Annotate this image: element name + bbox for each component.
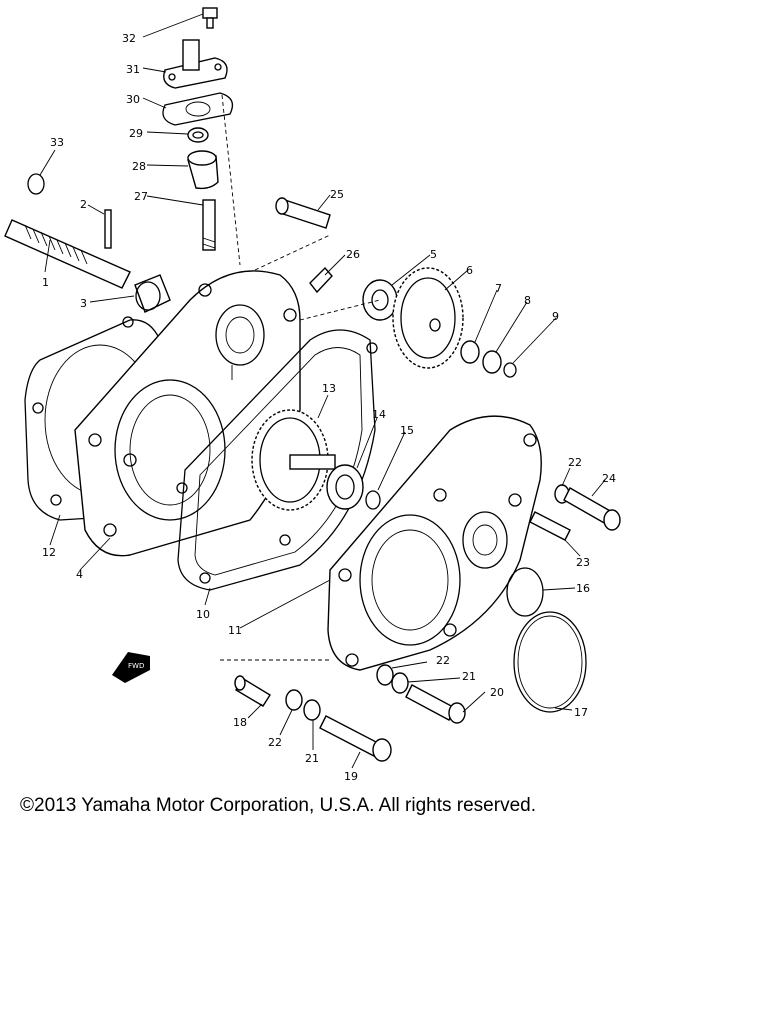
label-13: 13 (322, 382, 336, 395)
part-22-washer-lower-right (376, 664, 394, 686)
part-19-bolt (319, 715, 392, 762)
label-11: 11 (228, 624, 242, 637)
label-30: 30 (126, 93, 140, 106)
label-16: 16 (576, 582, 590, 595)
part-17-o-ring (513, 611, 587, 713)
leader-lines (39, 13, 606, 769)
label-5: 5 (430, 248, 437, 261)
label-21-lower-left: 21 (305, 752, 319, 765)
label-26: 26 (346, 248, 360, 261)
part-13-gear (251, 409, 336, 511)
label-25: 25 (330, 188, 344, 201)
part-14-bearing (326, 464, 364, 510)
part-28-bushing (187, 150, 219, 190)
label-1: 1 (42, 276, 49, 289)
part-29-seal (187, 127, 209, 143)
label-33: 33 (50, 136, 64, 149)
part-21-washer-lower-left (303, 699, 321, 721)
label-18: 18 (233, 716, 247, 729)
label-6: 6 (466, 264, 473, 277)
label-20: 20 (490, 686, 504, 699)
label-28: 28 (132, 160, 146, 173)
part-9-circlip (503, 362, 517, 378)
part-1-worm-shaft (4, 219, 131, 289)
label-2: 2 (80, 198, 87, 211)
label-8: 8 (524, 294, 531, 307)
label-19: 19 (344, 770, 358, 783)
part-15-circlip (365, 490, 381, 510)
label-32: 32 (122, 32, 136, 45)
part-20-bolt (405, 684, 466, 724)
label-7: 7 (495, 282, 502, 295)
part-3-bushing (134, 274, 171, 313)
exploded-parts-diagram: FWD (4, 7, 621, 783)
part-5-bearing (362, 279, 398, 321)
part-23-stud (529, 511, 571, 541)
label-10: 10 (196, 608, 210, 621)
part-labels: 32 31 30 29 28 27 33 2 1 3 25 26 5 6 7 8… (42, 32, 616, 783)
label-3: 3 (80, 297, 87, 310)
copyright-notice: ©2013 Yamaha Motor Corporation, U.S.A. A… (20, 795, 536, 816)
part-22-washer-lower-left (285, 689, 303, 711)
label-14: 14 (372, 408, 386, 421)
fwd-arrow-icon: FWD (112, 652, 150, 683)
part-4-gear-case (74, 270, 301, 557)
part-2-pin (104, 209, 112, 249)
label-31: 31 (126, 63, 140, 76)
part-31-fitting (163, 39, 228, 89)
part-7-washer (460, 340, 480, 364)
label-24: 24 (602, 472, 616, 485)
label-22-upper: 22 (568, 456, 582, 469)
label-12: 12 (42, 546, 56, 559)
part-33-washer (27, 173, 45, 195)
part-27-shaft (202, 199, 216, 251)
label-17: 17 (574, 706, 588, 719)
label-22-lower-left: 22 (268, 736, 282, 749)
part-18-dowel (234, 675, 271, 707)
part-32-screw (202, 7, 218, 29)
label-15: 15 (400, 424, 414, 437)
part-25-bolt (275, 197, 331, 229)
part-8-washer (482, 350, 502, 374)
fwd-marker-label: FWD (128, 662, 144, 670)
label-21-lower-right: 21 (462, 670, 476, 683)
part-21-washer-lower-right (391, 672, 409, 694)
label-9: 9 (552, 310, 559, 323)
label-23: 23 (576, 556, 590, 569)
label-29: 29 (129, 127, 143, 140)
part-30-gasket (162, 92, 234, 126)
part-24-bolt (563, 487, 621, 531)
center-lines (220, 94, 381, 661)
label-22-lower-right: 22 (436, 654, 450, 667)
part-16-circlip (506, 567, 544, 617)
label-27: 27 (134, 190, 148, 203)
label-4: 4 (76, 568, 83, 581)
part-11-cover (327, 415, 542, 671)
part-6-gear (392, 267, 464, 369)
